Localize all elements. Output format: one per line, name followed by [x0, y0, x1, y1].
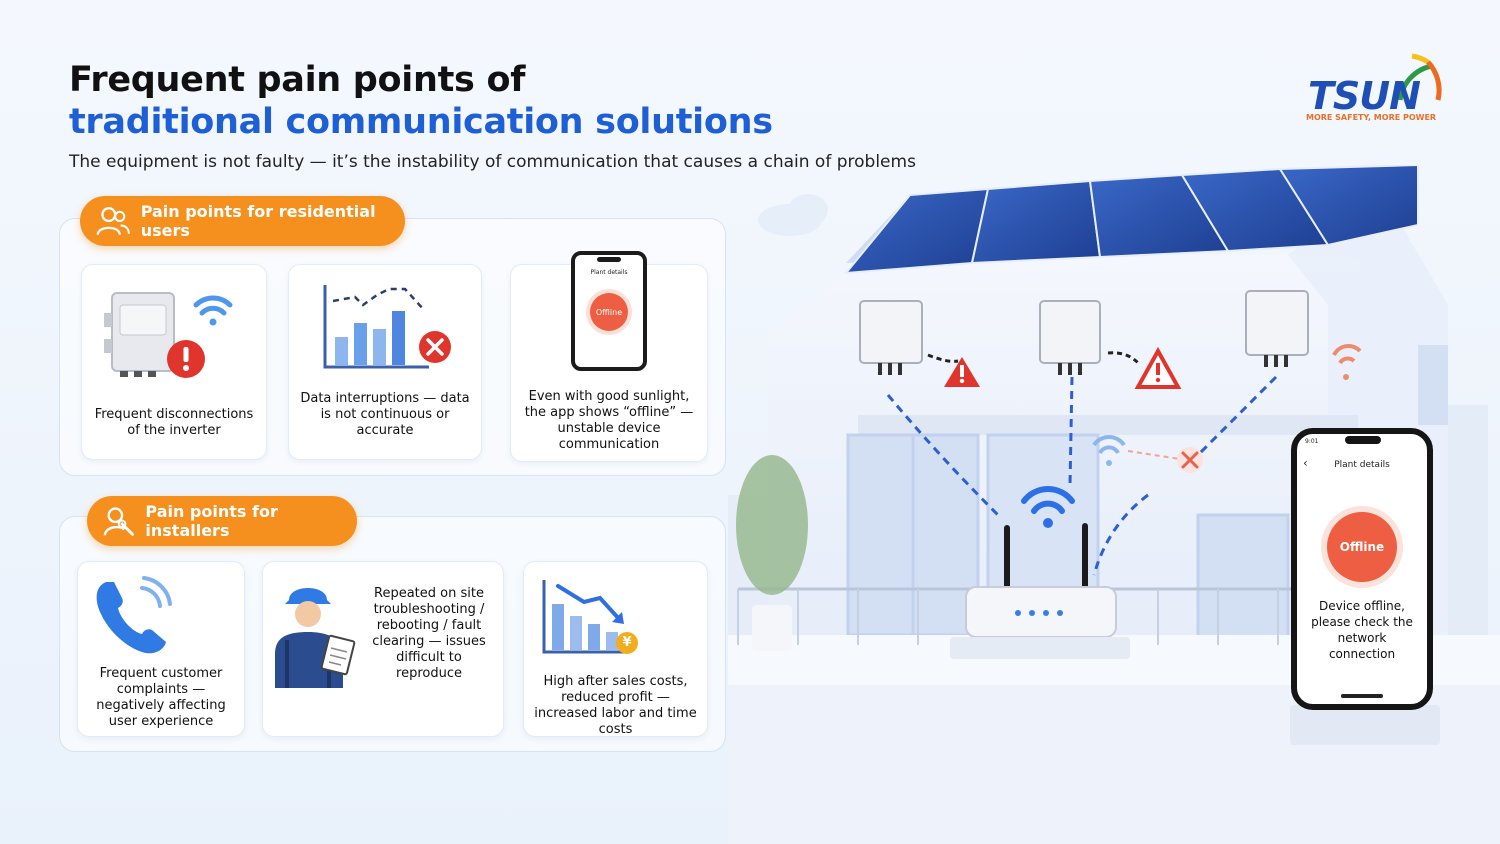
- page-title-line1: Frequent pain points of: [69, 60, 526, 100]
- smartphone-plant-details: 9:01 ‹ Plant details Offline Device offl…: [1291, 428, 1433, 710]
- technician-icon: [275, 588, 356, 688]
- phone-call-icon: [96, 576, 172, 654]
- card-app-offline: Plant details Offline Even with good sun…: [510, 251, 708, 462]
- card-after-sales-costs: ¥ High after sales costs, reduced profit…: [523, 561, 708, 737]
- users-icon: [96, 207, 130, 236]
- card-text: Data interruptions — data is not continu…: [300, 391, 470, 438]
- phone-header-text: Plant details: [590, 269, 628, 276]
- declining-chart-icon: [542, 580, 630, 654]
- card-data-interruption: Data interruptions — data is not continu…: [288, 264, 482, 460]
- offline-status-badge: Offline: [1327, 512, 1397, 582]
- phone-notch: [597, 257, 621, 262]
- back-chevron-icon[interactable]: ‹: [1303, 456, 1308, 470]
- microinverter-2: [1039, 300, 1142, 375]
- microinverter-3: [1245, 290, 1309, 367]
- tsun-logo: TSUN MORE SAFETY, MORE POWER: [1300, 48, 1460, 138]
- installers-title-text: Pain points for installers: [145, 502, 278, 540]
- logo-wordmark: TSUN: [1308, 74, 1421, 118]
- yuan-coin-icon: ¥: [616, 632, 638, 654]
- offline-message: Device offline, please check the network…: [1311, 599, 1413, 661]
- microinverter-1: [859, 300, 959, 375]
- house-scene-illustration: 9:01 ‹ Plant details Offline Device offl…: [728, 165, 1500, 844]
- card-text: Frequent disconnections of the inverter: [94, 407, 254, 438]
- card-inverter-disconnect: Frequent disconnections of the inverter: [81, 264, 267, 460]
- installers-section-title: Pain points for installers: [87, 496, 357, 546]
- page-subtitle: The equipment is not faulty — it’s the i…: [69, 152, 916, 172]
- card-customer-complaints: Frequent customer complaints — negativel…: [77, 561, 245, 737]
- logo-tagline: MORE SAFETY, MORE POWER: [1306, 113, 1437, 122]
- residential-section-title: Pain points for residential users: [80, 196, 405, 246]
- card-text: Frequent customer complaints — negativel…: [96, 666, 226, 729]
- phone-offline-icon: Plant details Offline: [571, 251, 647, 371]
- installer-tools-icon: [103, 507, 134, 536]
- house-solar-illustration: [728, 165, 1500, 844]
- card-text: Even with good sunlight, the app shows “…: [524, 389, 694, 452]
- residential-title-text: Pain points for residential users: [140, 202, 376, 240]
- page-title-line2: traditional communication solutions: [69, 102, 773, 142]
- card-onsite-troubleshooting: Repeated on site troubleshooting / reboo…: [262, 561, 504, 737]
- card-text: Repeated on site troubleshooting / reboo…: [372, 586, 486, 681]
- phone-notch: [1345, 436, 1381, 444]
- offline-status-label: Offline: [1339, 540, 1385, 554]
- inverter-warning-icon: [104, 292, 233, 378]
- home-indicator: [1341, 694, 1383, 698]
- offline-label: Offline: [595, 307, 623, 317]
- phone-header-title: Plant details: [1334, 460, 1390, 470]
- phone-time: 9:01: [1305, 438, 1319, 445]
- card-text: High after sales costs, reduced profit —…: [534, 674, 697, 737]
- offline-badge: Offline: [590, 293, 628, 331]
- broken-bar-chart-icon: [323, 285, 451, 369]
